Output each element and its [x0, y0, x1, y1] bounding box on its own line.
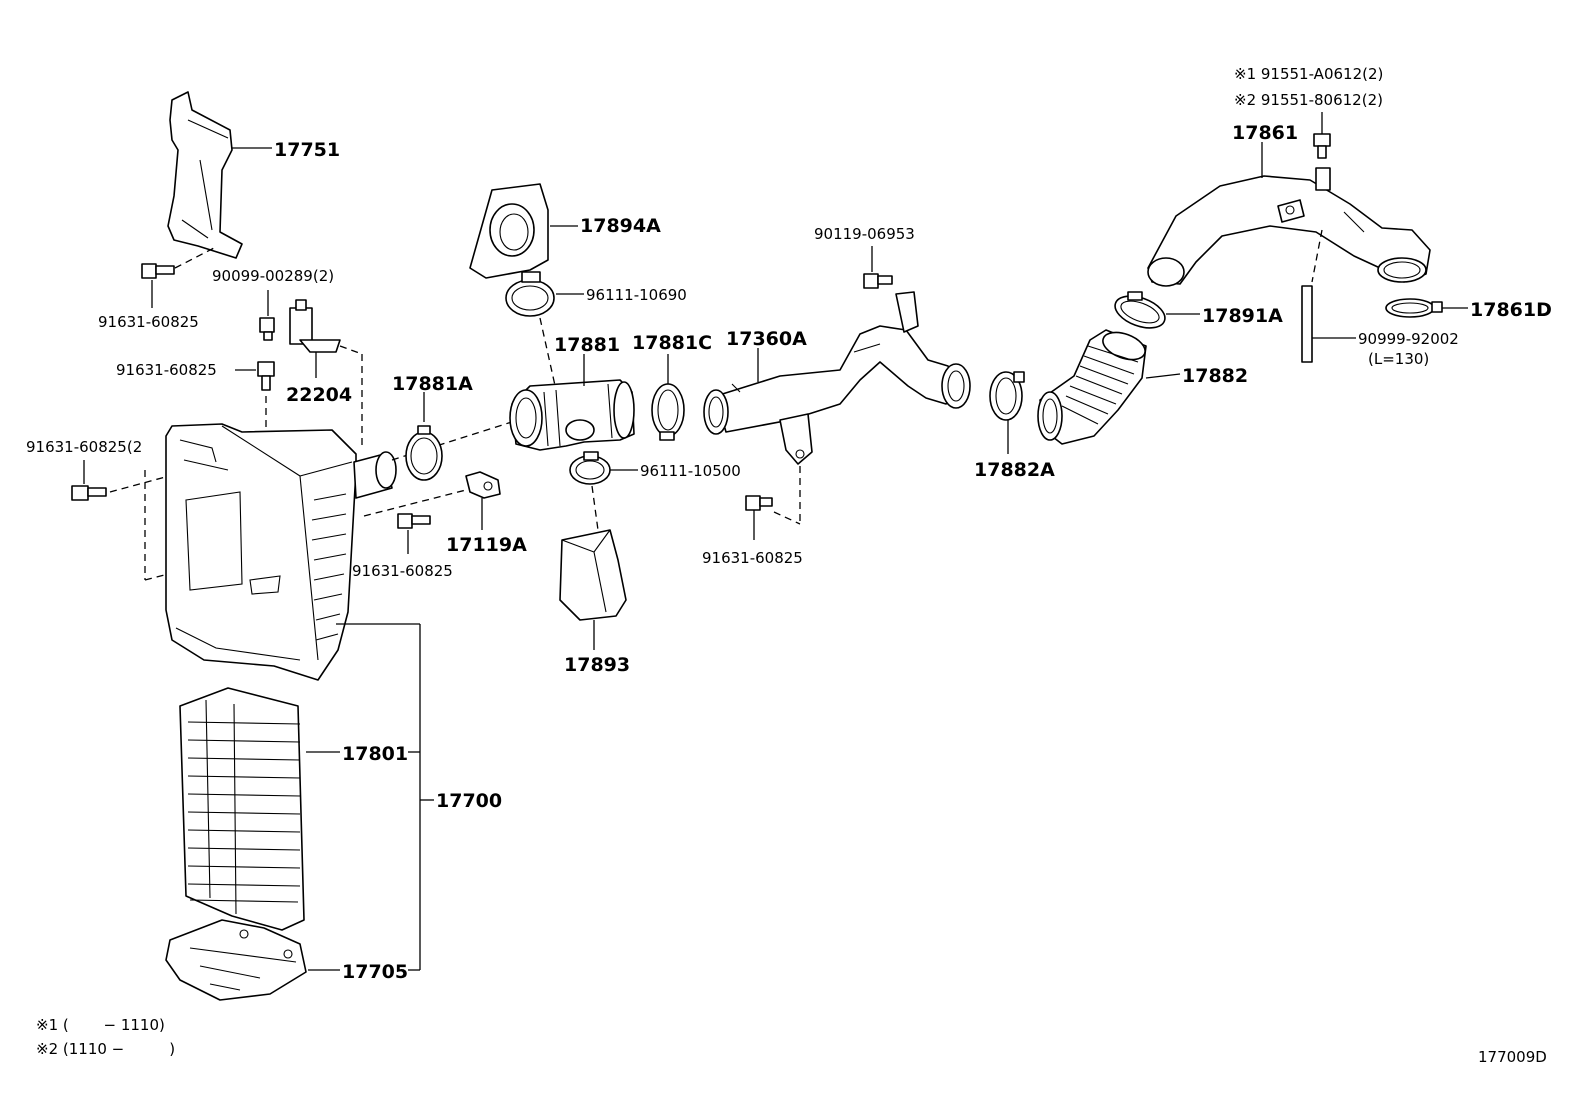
assembly-bracket-17700: [336, 623, 434, 971]
rod-90999: [1301, 285, 1313, 363]
hose-17881: [509, 379, 635, 451]
clamp-96111-10690: [505, 271, 555, 317]
clamp-17891A: [1114, 291, 1166, 329]
label-17360A: 17360A: [726, 328, 807, 350]
label-17801: 17801: [342, 743, 408, 765]
clamp-17882A: [989, 371, 1025, 421]
label-91631-c: 91631-60825(2: [26, 438, 142, 456]
clamp-17881C: [651, 383, 685, 441]
label-17119A: 17119A: [446, 534, 527, 556]
bolt-91551: [1313, 133, 1331, 159]
bolt-91631-c: [71, 485, 107, 501]
clamp-96111-10500: [569, 451, 611, 485]
pipe-17360A: [703, 291, 971, 465]
part-17893: [559, 529, 627, 621]
label-17861D: 17861D: [1470, 299, 1552, 321]
label-17700: 17700: [436, 790, 502, 812]
label-91551-1: ※1 91551-A0612(2): [1234, 65, 1383, 83]
hose-17882: [1037, 329, 1147, 445]
bolt-91631-d: [397, 513, 431, 529]
label-91631-e: 91631-60825: [702, 549, 803, 567]
label-91631-d: 91631-60825: [352, 562, 453, 580]
note-2: ※2 (1110 − ): [36, 1040, 175, 1058]
label-17882A: 17882A: [974, 459, 1055, 481]
bolt-91631-b: [257, 361, 275, 391]
label-17751: 17751: [274, 139, 340, 161]
case-17705: [165, 919, 307, 1001]
label-22204: 22204: [286, 384, 352, 406]
case-outlet: [353, 451, 397, 499]
label-96111-10500: 96111-10500: [640, 462, 741, 480]
label-91631-a: 91631-60825: [98, 313, 199, 331]
sensor-22204: [289, 299, 341, 353]
part-17894A: [469, 183, 549, 279]
label-96111-10690: 96111-10690: [586, 286, 687, 304]
clamp-17881A: [405, 425, 443, 481]
bracket-17119A: [465, 471, 501, 499]
note-1: ※1 ( − 1110): [36, 1016, 165, 1034]
air-cleaner-case: [165, 423, 357, 681]
label-17893: 17893: [564, 654, 630, 676]
figure-id: 177009D: [1478, 1048, 1547, 1066]
bolt-91631-a: [141, 263, 175, 279]
label-17861: 17861: [1232, 122, 1298, 144]
bolt-90099: [259, 317, 275, 341]
label-91551-2: ※2 91551-80612(2): [1234, 91, 1383, 109]
label-90999-length: (L=130): [1368, 350, 1429, 368]
pipe-17861: [1147, 167, 1431, 287]
label-17705: 17705: [342, 961, 408, 983]
label-17882: 17882: [1182, 365, 1248, 387]
bolt-90119: [863, 273, 893, 289]
label-17881A: 17881A: [392, 373, 473, 395]
label-90999: 90999-92002: [1358, 330, 1459, 348]
bolt-91631-e: [745, 495, 773, 511]
label-90099: 90099-00289(2): [212, 267, 334, 285]
label-91631-b: 91631-60825: [116, 361, 217, 379]
label-90119: 90119-06953: [814, 225, 915, 243]
label-17881: 17881: [554, 334, 620, 356]
duct-17751: [167, 91, 243, 259]
label-17891A: 17891A: [1202, 305, 1283, 327]
filter-17801: [179, 687, 305, 931]
clamp-17861D: [1385, 298, 1443, 318]
label-17894A: 17894A: [580, 215, 661, 237]
label-17881C: 17881C: [632, 332, 712, 354]
